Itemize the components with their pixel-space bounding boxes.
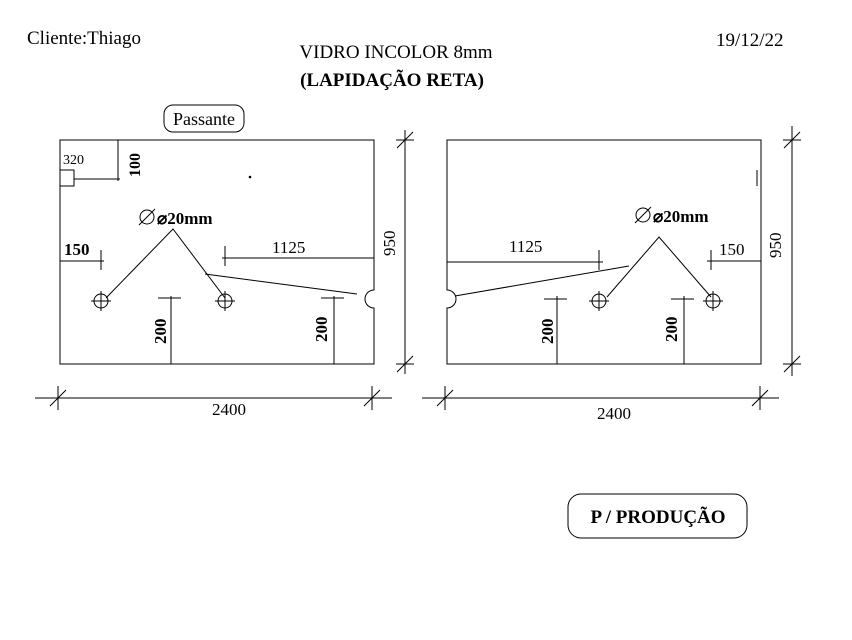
left-hole-leader	[105, 228, 226, 299]
left-hole-diameter-label: ⌀20mm	[157, 209, 213, 228]
left-notch-leader	[204, 273, 358, 295]
small-square-dim-label: 320	[63, 153, 84, 168]
left-diameter-symbol	[139, 209, 155, 225]
right-hole-1	[589, 291, 609, 311]
right-hole-leader	[606, 236, 712, 298]
right-glass-panel	[422, 126, 801, 410]
right-height-label: 950	[766, 233, 785, 259]
right-hole-2	[703, 291, 723, 311]
material-title: VIDRO INCOLOR 8mm	[299, 42, 492, 63]
left-hole-1	[91, 291, 111, 311]
right-hole-a-height-label: 200	[538, 319, 557, 345]
right-hole-b-height-label: 200	[662, 317, 681, 343]
passante-tag-box	[163, 104, 245, 133]
right-diameter-symbol	[635, 207, 651, 223]
drawing-date: 19/12/22	[716, 30, 784, 51]
right-notch-leader	[454, 265, 630, 297]
right-notch-offset-label: 1125	[509, 237, 542, 256]
client-name: Cliente:Thiago	[27, 28, 141, 49]
left-glass-panel	[35, 104, 414, 410]
small-square-cutout	[59, 169, 75, 187]
left-height-label: 950	[380, 231, 399, 257]
production-stamp: P / PRODUÇÃO	[590, 506, 725, 528]
left-panel-outline	[59, 139, 375, 365]
left-edge-offset-label: 150	[64, 240, 90, 259]
left-hole-a-height-label: 200	[151, 319, 170, 345]
small-square-offset-label: 100	[127, 153, 144, 177]
right-panel-outline	[446, 139, 762, 365]
production-stamp-box	[567, 493, 748, 539]
left-hole-2	[215, 291, 235, 311]
passante-tag: Passante	[173, 109, 235, 129]
mark-dot	[248, 175, 252, 179]
left-hole-b-height-label: 200	[312, 317, 331, 343]
right-width-label: 2400	[597, 404, 631, 423]
left-width-label: 2400	[212, 400, 246, 419]
right-hole-diameter-label: ⌀20mm	[653, 207, 709, 226]
finish-subtitle: (LAPIDAÇÃO RETA)	[300, 69, 484, 91]
right-edge-offset-label: 150	[719, 240, 745, 259]
left-notch-offset-label: 1125	[272, 238, 305, 257]
